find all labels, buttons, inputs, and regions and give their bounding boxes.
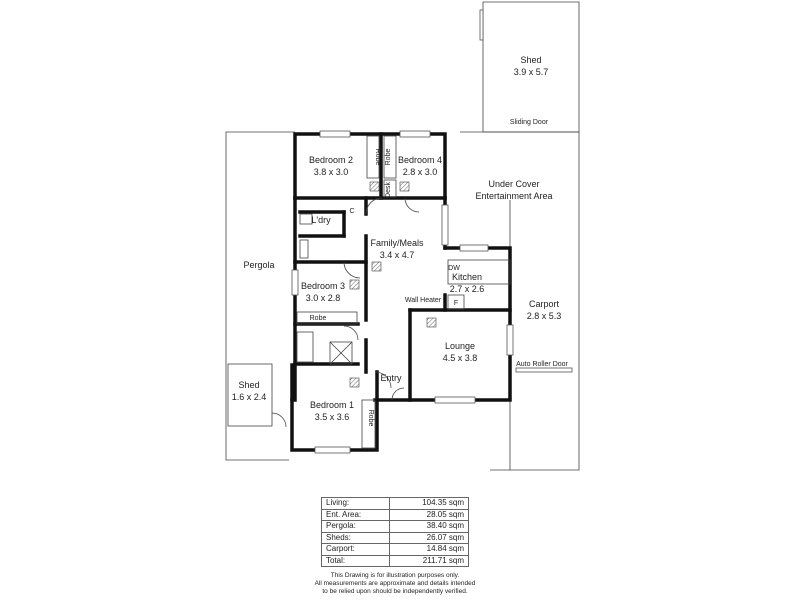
robe-b4-label: Robe [385,149,392,166]
area-summary-table: Living:104.35 sqm Ent. Area:28.05 sqm Pe… [320,497,469,567]
disclaimer-line: to be relied upon should be independentl… [322,588,468,595]
bedroom2-size: 3.8 x 3.0 [314,167,349,177]
kitchen-size: 2.7 x 2.6 [450,284,485,294]
laundry-label: L'dry [311,215,331,225]
shed-big-size: 3.9 x 5.7 [514,67,549,77]
carport-name: Carport [529,299,560,309]
lounge-name: Lounge [445,341,475,351]
room-labels: Shed 3.9 x 5.7 Sliding Door Bedroom 2 3.… [232,55,569,426]
disclaimer: This Drawing is for illustration purpose… [290,572,500,596]
area-label: Sheds: [320,531,391,544]
area-value: 104.35 sqm [389,497,469,510]
desk-label: Desk [385,182,392,198]
robe-b1-label: Robe [367,410,374,427]
sliding-door-label: Sliding Door [510,119,549,126]
dishwasher-label: DW [448,265,460,272]
wall-heater-label: Wall Heater [405,297,442,304]
auto-roller-door-label: Auto Roller Door [516,361,568,368]
area-value: 26.07 sqm [389,531,469,544]
bedroom4-size: 2.8 x 3.0 [403,167,438,177]
bedroom1-size: 3.5 x 3.6 [315,412,350,422]
area-label: Pergola: [320,520,391,533]
bedroom3-name: Bedroom 3 [301,281,345,291]
shed-small-name: Shed [238,380,259,390]
shed-big-name: Shed [520,55,541,65]
fixtures [271,135,511,449]
cupboard-label: C [349,208,354,215]
carport-size: 2.8 x 5.3 [527,311,562,321]
area-label: Carport: [320,543,391,556]
table-row: Living:104.35 sqm [320,497,469,510]
bedroom2-name: Bedroom 2 [309,155,353,165]
bedroom4-name: Bedroom 4 [398,155,442,165]
kitchen-name: Kitchen [452,272,482,282]
table-row: Total:211.71 sqm [320,554,469,567]
area-label: Total: [320,554,391,567]
lounge-size: 4.5 x 3.8 [443,353,478,363]
area-label: Ent. Area: [320,508,391,521]
family-meals-name: Family/Meals [370,238,424,248]
robe-b3-label: Robe [310,315,327,322]
entry-label: Entry [380,373,402,383]
ent-area-line2: Entertainment Area [475,191,552,201]
shed-small-size: 1.6 x 2.4 [232,392,267,402]
bedroom1-name: Bedroom 1 [310,400,354,410]
bedroom3-size: 3.0 x 2.8 [306,293,341,303]
pergola-label: Pergola [243,260,274,270]
area-value: 28.05 sqm [389,508,469,521]
area-value: 38.40 sqm [389,520,469,533]
area-label: Living: [320,497,391,510]
fridge-label: F [454,300,458,307]
robe-b2-label: Robe [374,149,381,166]
disclaimer-line: This Drawing is for illustration purpose… [330,572,460,579]
area-value: 211.71 sqm [389,554,469,567]
area-value: 14.84 sqm [389,543,469,556]
house-walls [290,130,514,454]
family-meals-size: 3.4 x 4.7 [380,250,415,260]
table-row: Ent. Area:28.05 sqm [320,508,469,521]
disclaimer-line: All measurements are approximate and det… [314,580,476,587]
table-row: Sheds:26.07 sqm [320,531,469,544]
table-row: Pergola:38.40 sqm [320,520,469,533]
ent-area-line1: Under Cover [488,179,539,189]
table-row: Carport:14.84 sqm [320,543,469,556]
